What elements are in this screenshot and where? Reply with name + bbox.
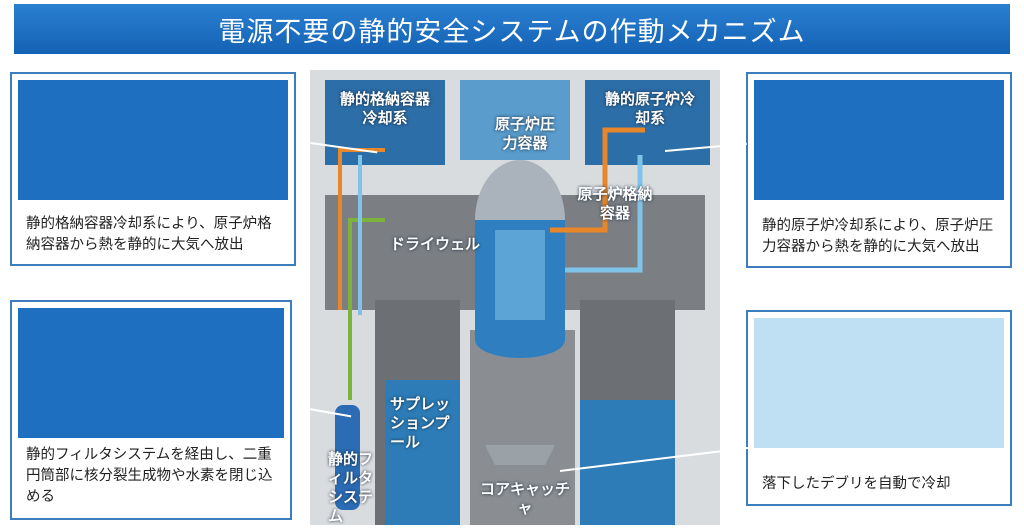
ircs-caption: 静的原子炉冷却系により、原子炉圧力容器から熱を静的に大気へ放出 (762, 218, 994, 255)
filter-illustration (18, 308, 284, 438)
label-pcv: 原子炉格納容器 (577, 185, 653, 222)
reactor-schematic: 静的格納容器冷却系 原子炉圧力容器 静的原子炉冷却系 原子炉格納容器 ドライウェ… (310, 70, 720, 525)
ircs-illustration (754, 80, 1004, 200)
panel-filter: 静的フィルタシステムを経由し、二重円筒部に核分裂生成物や水素を閉じ込める (10, 300, 292, 520)
upper-pool (460, 80, 570, 160)
title-banner: 電源不要の静的安全システムの作動メカニズム (14, 4, 1010, 54)
pccs-illustration (18, 80, 288, 200)
filter-caption: 静的フィルタシステムを経由し、二重円筒部に核分裂生成物や水素を閉じ込める (26, 447, 273, 505)
core-catcher-shape (485, 445, 555, 465)
label-filter: 静的フィルタシステム (328, 450, 374, 525)
label-rpv: 原子炉圧力容器 (494, 115, 555, 152)
label-core-catcher: コアキャッチャ (479, 480, 570, 517)
reactor-core (495, 230, 545, 320)
reactor-building-drawing (325, 80, 710, 525)
pccs-caption: 静的格納容器冷却系により、原子炉格納容器から熱を静的に大気へ放出 (26, 216, 272, 253)
label-pccs: 静的格納容器冷却系 (340, 90, 431, 127)
label-ircs: 静的原子炉冷却系 (605, 90, 696, 127)
label-suppression-pool: サプレッションプール (390, 395, 451, 451)
panel-ircs: 静的原子炉冷却系により、原子炉圧力容器から熱を静的に大気へ放出 (746, 72, 1012, 268)
panel-pccs: 静的格納容器冷却系により、原子炉格納容器から熱を静的に大気へ放出 (10, 72, 296, 266)
suppression-pool-water (385, 380, 460, 525)
filter-vessel (335, 405, 360, 510)
page-title: 電源不要の静的安全システムの作動メカニズム (218, 16, 806, 48)
core-catcher-illustration (754, 318, 1004, 448)
core-catcher-caption: 落下したデブリを自動で冷却 (762, 476, 951, 492)
panel-core-catcher: 落下したデブリを自動で冷却 (746, 310, 1012, 506)
label-drywell: ドライウェル (390, 235, 481, 253)
